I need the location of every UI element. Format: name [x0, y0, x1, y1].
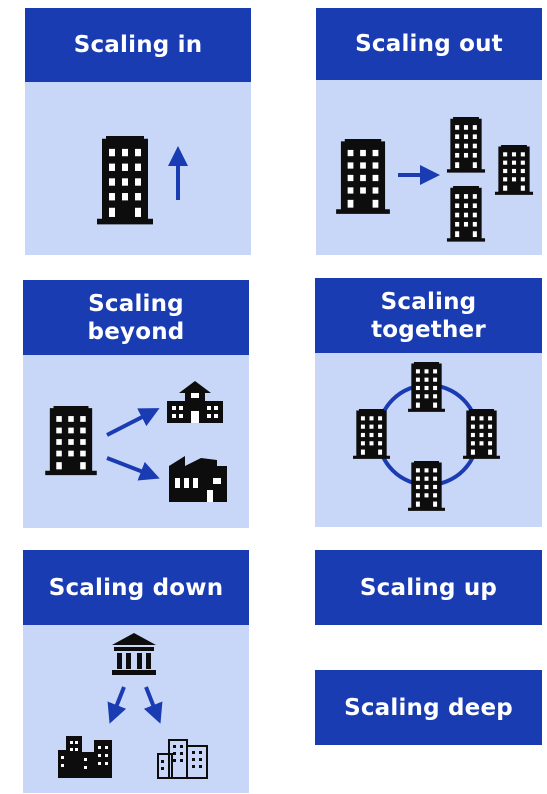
card-illustration [58, 633, 208, 779]
card-scaling-deep: Scaling deep [315, 670, 542, 745]
card-scaling-down: Scaling down [23, 550, 249, 793]
card-illustration [353, 362, 500, 511]
card-illustration [336, 117, 534, 242]
card-scaling-out: Scaling out [316, 8, 542, 255]
school-icon [167, 381, 223, 423]
card-title-scaling-in: Scaling in [25, 8, 251, 82]
card-title-scaling-down: Scaling down [23, 550, 249, 625]
office-building-icon [408, 362, 445, 412]
card-illustration [97, 136, 188, 225]
office-building-icon [408, 461, 445, 511]
office-building-icon [45, 406, 97, 476]
office-building-icon [463, 409, 500, 459]
card-scaling-up: Scaling up [315, 550, 542, 625]
city-buildings-icon [58, 736, 112, 778]
office-building-icon [353, 409, 390, 459]
office-building-icon [494, 145, 534, 195]
office-building-icon [446, 186, 486, 242]
card-illustration [45, 381, 227, 502]
office-building-icon [97, 136, 153, 225]
office-building-icon [336, 139, 390, 214]
card-title-scaling-deep: Scaling deep [315, 670, 542, 745]
card-title-scaling-up: Scaling up [315, 550, 542, 625]
government-building-icon [112, 633, 156, 675]
card-title-scaling-out: Scaling out [316, 8, 542, 80]
card-scaling-in: Scaling in [25, 8, 251, 255]
factory-icon [169, 456, 227, 502]
apartment-buildings-icon [157, 739, 208, 779]
office-building-icon [446, 117, 486, 173]
